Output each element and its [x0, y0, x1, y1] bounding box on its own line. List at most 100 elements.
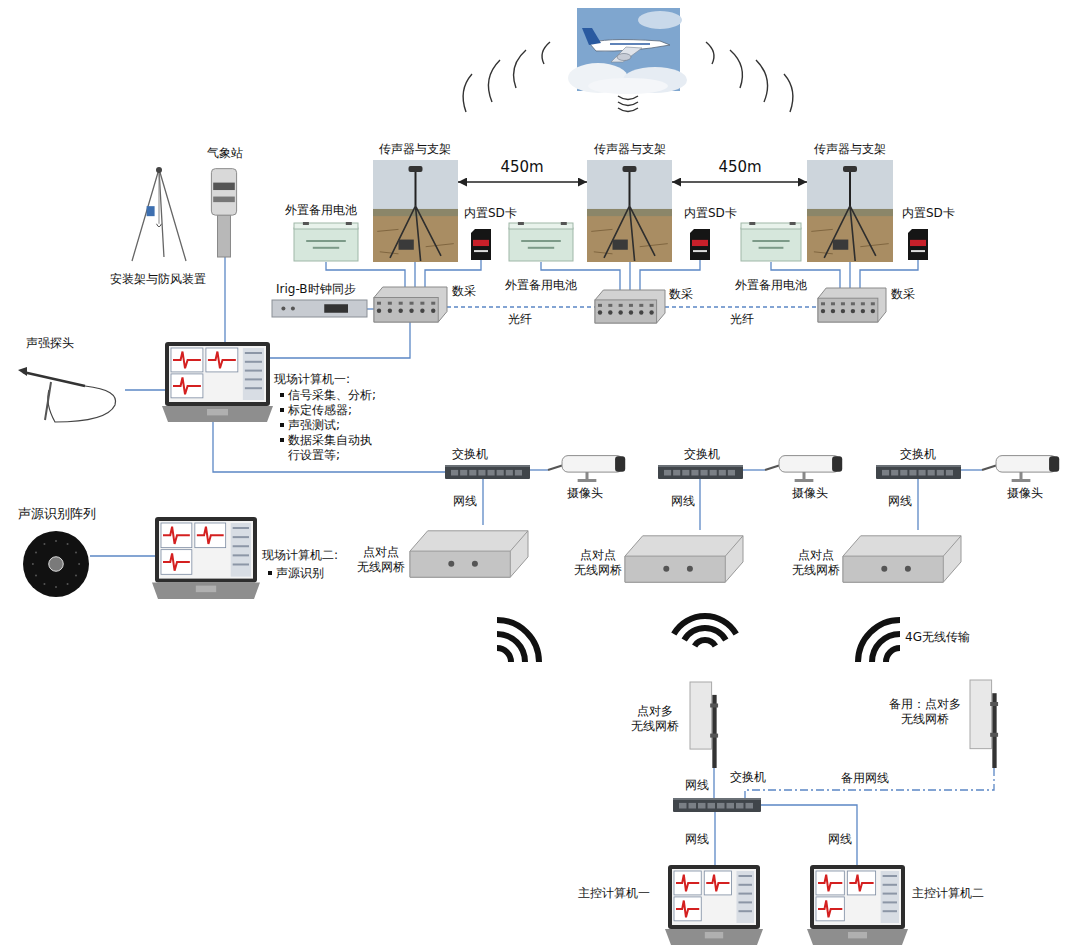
picture-part [833, 240, 848, 250]
laptop-picture [155, 517, 257, 599]
picture-part [719, 470, 726, 476]
picture-part [618, 310, 622, 314]
picture-part [608, 304, 612, 307]
picture-part [911, 250, 925, 252]
device-label: 主控计算机二 [912, 886, 984, 901]
picture-part [676, 901, 699, 918]
device-label: 传声器与支架 [594, 142, 666, 157]
antenna-picture [690, 682, 726, 768]
connector-line [640, 260, 700, 290]
device-label: 内置SD卡 [684, 206, 737, 221]
picture-part [32, 563, 34, 565]
drawing-part [488, 60, 500, 102]
picture-part [595, 290, 665, 323]
connector-label: 网线 [452, 494, 478, 509]
master-laptop: 主控计算机二 [810, 865, 905, 945]
drawing-part [638, 11, 682, 29]
picture-part [650, 304, 654, 307]
picture-part [625, 556, 725, 582]
mic-picture [587, 160, 672, 262]
device-label: 气象站 [207, 146, 243, 161]
connector-label: 网线 [684, 832, 710, 847]
picture-part [18, 367, 27, 376]
picture-part [672, 869, 756, 925]
picture-part [162, 406, 273, 422]
device-label: 数采 [452, 284, 476, 299]
picture-part [233, 545, 249, 547]
connector-label: 备用网线 [840, 771, 890, 786]
connector-line [761, 805, 857, 865]
network-switch: 交换机 [876, 465, 961, 479]
picture-part [664, 470, 671, 476]
picture-part [291, 307, 295, 311]
connector-line [860, 260, 918, 288]
switch-picture [876, 465, 961, 479]
device-label: 传声器与支架 [814, 142, 886, 157]
picture-part [451, 470, 458, 476]
device-label: 外置备用电池 [505, 278, 577, 293]
drawing-part [617, 54, 631, 61]
connector-line [714, 812, 715, 865]
picture-part [399, 240, 414, 250]
picture-part [156, 167, 162, 173]
picture-part [738, 901, 752, 903]
picture-part [35, 551, 37, 553]
daq-picture [374, 287, 447, 322]
picture-part [161, 550, 192, 575]
connector-line [270, 322, 410, 358]
picture-part [55, 586, 57, 588]
device-label: 外置备用电池 [285, 203, 357, 218]
picture-part [706, 875, 729, 892]
picture-part [306, 240, 346, 242]
drawing-part [872, 634, 900, 662]
drawing-part [280, 438, 284, 442]
camera: 摄像头 [982, 452, 1060, 482]
network-switch: 交换机 [673, 798, 761, 812]
picture-part [790, 222, 796, 225]
drawing-part [280, 408, 284, 412]
picture-part [245, 361, 262, 363]
bridge-picture [843, 530, 961, 588]
tripod-picture [128, 165, 190, 263]
picture-part [67, 583, 69, 585]
picture-part [851, 302, 855, 305]
picture-part [821, 302, 825, 305]
picture-part [814, 869, 901, 925]
battery-picture [293, 222, 359, 262]
picture-part [908, 229, 928, 260]
network-switch: 交换机 [658, 465, 743, 479]
connector-line [367, 308, 374, 309]
picture-part [848, 932, 867, 938]
drawing-part [858, 620, 900, 662]
connector-line [917, 479, 918, 530]
picture-part [818, 288, 886, 322]
picture-part [324, 304, 348, 313]
picture-part [313, 247, 339, 249]
connector-label: 450m [717, 158, 762, 176]
drawing-part [268, 571, 272, 575]
picture-part [45, 382, 51, 420]
picture-part [171, 374, 203, 398]
picture-part [717, 803, 725, 809]
picture-part [818, 901, 842, 918]
picture-part [43, 583, 45, 585]
picture-part [710, 734, 718, 738]
picture-part [460, 470, 467, 476]
picture-part [409, 166, 423, 172]
picture-part [795, 472, 814, 480]
picture-part [509, 228, 573, 261]
drawing-part [730, 50, 742, 88]
picture-part [841, 302, 845, 305]
picture-part [710, 470, 717, 476]
daq-picture [595, 290, 665, 323]
picture-part [132, 169, 186, 261]
picture-part [75, 551, 77, 553]
picture-part [497, 470, 504, 476]
connector-label: 网线 [670, 494, 696, 509]
picture-part [883, 875, 897, 877]
drawing-part [611, 47, 642, 62]
picture-part [824, 206, 876, 261]
picture-part [629, 310, 633, 314]
picture-part [206, 348, 238, 372]
weather-picture [206, 164, 242, 257]
